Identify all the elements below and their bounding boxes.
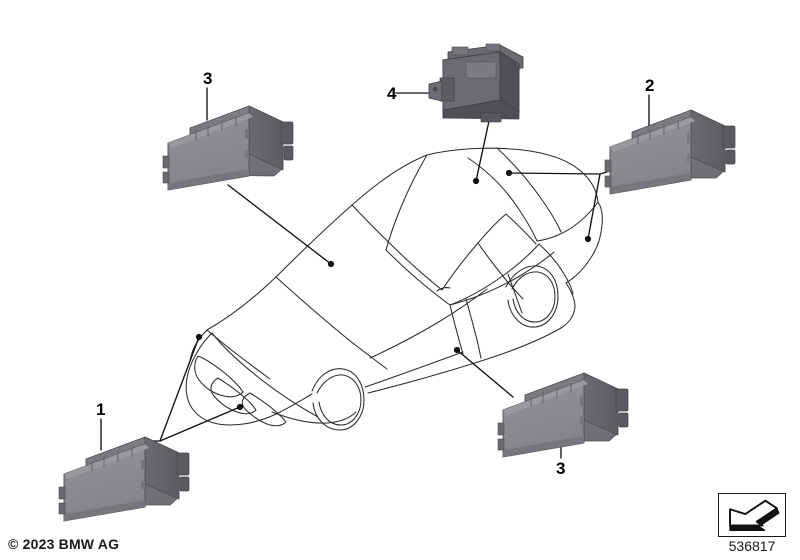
leader-dot-3-top: [327, 260, 335, 268]
leader-line-2-branch: [508, 171, 608, 175]
leader-dot-2-b: [584, 235, 592, 243]
car-outline: [185, 147, 603, 431]
callout-number-2: 2: [645, 76, 655, 95]
callout-number-4: 4: [387, 84, 397, 103]
diagram-number: 536817: [728, 538, 776, 554]
leader-line-1-branch: [146, 336, 200, 442]
callout-number-3-bottom: 3: [556, 459, 566, 478]
module-3-top[interactable]: [162, 105, 294, 191]
diagram-badge: [718, 493, 786, 537]
leader-line-4: [475, 120, 490, 182]
leader-dot-1-a: [195, 333, 203, 341]
arrow-down-left-icon: [729, 499, 780, 531]
module-3-bottom[interactable]: [497, 372, 629, 458]
module-1[interactable]: [58, 436, 190, 522]
leader-dot-1-b: [236, 403, 244, 411]
leader-dot-3-bottom: [453, 346, 461, 354]
leader-lines: [100, 87, 650, 459]
leader-dot-4: [472, 177, 480, 185]
leader-line-2-branch-lower: [587, 173, 601, 240]
module-4[interactable]: [428, 43, 524, 123]
callout-number-3-top: 3: [203, 69, 213, 88]
leader-line-3-top: [227, 184, 332, 265]
leader-dot-2-a: [505, 169, 513, 177]
copyright-notice: © 2023 BMW AG: [8, 536, 120, 552]
module-2[interactable]: [604, 109, 736, 195]
leader-line-3-bottom: [456, 349, 514, 398]
callout-number-1: 1: [96, 400, 106, 419]
leader-line-1-branch-lower: [159, 406, 241, 442]
